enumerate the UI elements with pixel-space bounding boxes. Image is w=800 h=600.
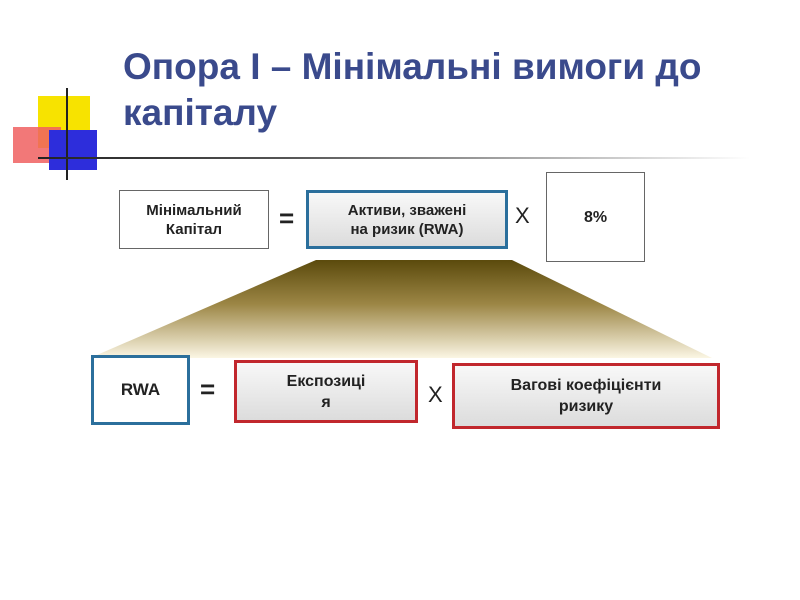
slide-title: Опора І – Мінімальні вимоги до капіталу bbox=[123, 46, 702, 133]
title-underline bbox=[38, 157, 750, 159]
rwa-assets-box: Активи, зважені на ризик (RWA) bbox=[306, 190, 508, 249]
equals-sign-top: = bbox=[279, 203, 295, 233]
equals-sign-bottom: = bbox=[200, 374, 216, 404]
rwa-box: RWA bbox=[91, 355, 190, 425]
decor-blue-square bbox=[49, 130, 97, 170]
expansion-trapezoid bbox=[90, 260, 712, 358]
minimum-capital-box: Мінімальний Капітал bbox=[119, 190, 269, 249]
multiply-sign-bottom: X bbox=[428, 382, 443, 407]
percent-box: 8% bbox=[546, 172, 645, 262]
risk-weights-box: Вагові коефіцієнти ризику bbox=[452, 363, 720, 429]
exposure-box: Експозиці я bbox=[234, 360, 418, 423]
decor-vertical-line bbox=[66, 88, 68, 180]
multiply-sign-top: X bbox=[515, 203, 530, 228]
